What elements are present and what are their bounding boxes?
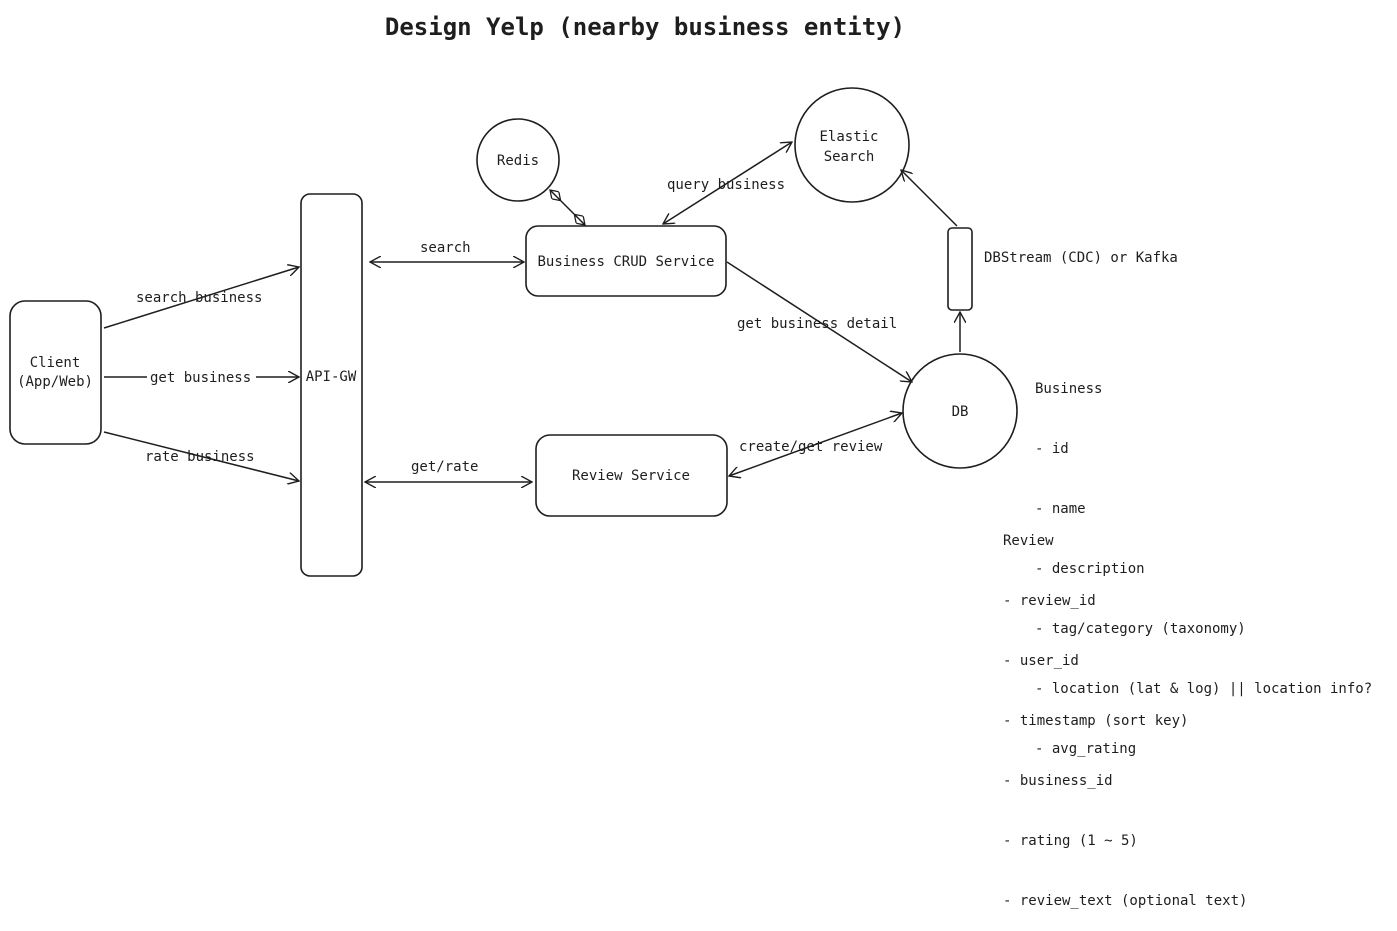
redis-label: Redis bbox=[497, 153, 539, 169]
review-schema-field: - user_id bbox=[1003, 653, 1079, 669]
edge-query-business: query business bbox=[663, 142, 792, 224]
review-schema-title: Review bbox=[1003, 533, 1054, 549]
database-label: DB bbox=[952, 404, 969, 420]
review-schema-field: - timestamp (sort key) bbox=[1003, 713, 1189, 729]
edge-label-get-rate: get/rate bbox=[411, 459, 478, 475]
review-schema: Review - review_id - user_id - timestamp… bbox=[1003, 491, 1247, 931]
architecture-diagram: Design Yelp (nearby business entity) Cli… bbox=[9, 13, 1178, 577]
edge-label-search: search bbox=[420, 240, 471, 256]
business-schema-field: - tag/category (taxonomy) bbox=[1035, 621, 1246, 637]
edge-get-business: get business bbox=[104, 370, 299, 386]
edge-stream-to-elastic bbox=[901, 170, 958, 227]
api-gateway-label: API-GW bbox=[306, 369, 357, 385]
review-schema-field: - review_text (optional text) bbox=[1003, 893, 1248, 909]
client-node: Client (App/Web) bbox=[9, 300, 102, 445]
edge-create-get-review: create/get review bbox=[729, 413, 902, 476]
review-schema-field: - business_id bbox=[1003, 773, 1113, 789]
elastic-search-node: Elastic Search bbox=[794, 87, 910, 203]
db-stream-node: DBStream (CDC) or Kafka bbox=[947, 227, 1178, 311]
database-node: DB bbox=[902, 353, 1018, 469]
edge-search-business: search business bbox=[103, 267, 299, 329]
business-crud-service-node: Business CRUD Service bbox=[525, 225, 727, 297]
elastic-search-label-line1: Elastic bbox=[819, 129, 878, 145]
edge-label-get-business: get business bbox=[150, 370, 251, 386]
redis-node: Redis bbox=[476, 118, 560, 202]
elastic-search-label-line2: Search bbox=[824, 149, 875, 165]
edge-label-query-business: query business bbox=[667, 177, 785, 193]
diagram-title: Design Yelp (nearby business entity) bbox=[385, 13, 905, 41]
edge-label-rate-business: rate business bbox=[145, 449, 255, 465]
review-service-label: Review Service bbox=[572, 468, 690, 484]
edge-label-get-business-detail: get business detail bbox=[737, 316, 897, 332]
review-service-node: Review Service bbox=[535, 434, 728, 517]
edge-get-business-detail: get business detail bbox=[726, 261, 912, 382]
review-schema-field: - rating (1 ~ 5) bbox=[1003, 833, 1138, 849]
edge-redis-cache bbox=[550, 190, 585, 225]
client-label-line1: Client bbox=[30, 355, 81, 371]
edge-rate-business: rate business bbox=[103, 431, 299, 481]
api-gateway-node: API-GW bbox=[300, 193, 363, 577]
business-schema-field: - description bbox=[1035, 561, 1145, 577]
edge-search: search bbox=[370, 240, 524, 262]
business-schema-field: - id bbox=[1035, 441, 1069, 457]
review-schema-field: - review_id bbox=[1003, 593, 1096, 609]
edge-label-create-get-review: create/get review bbox=[739, 439, 883, 455]
client-label-line2: (App/Web) bbox=[17, 374, 93, 390]
edge-get-rate: get/rate bbox=[365, 459, 532, 482]
db-stream-label: DBStream (CDC) or Kafka bbox=[984, 250, 1178, 266]
business-schema-field: - name bbox=[1035, 501, 1086, 517]
business-schema-title: Business bbox=[1035, 381, 1103, 397]
edge-label-search-business: search business bbox=[136, 290, 262, 306]
business-crud-service-label: Business CRUD Service bbox=[537, 254, 714, 270]
